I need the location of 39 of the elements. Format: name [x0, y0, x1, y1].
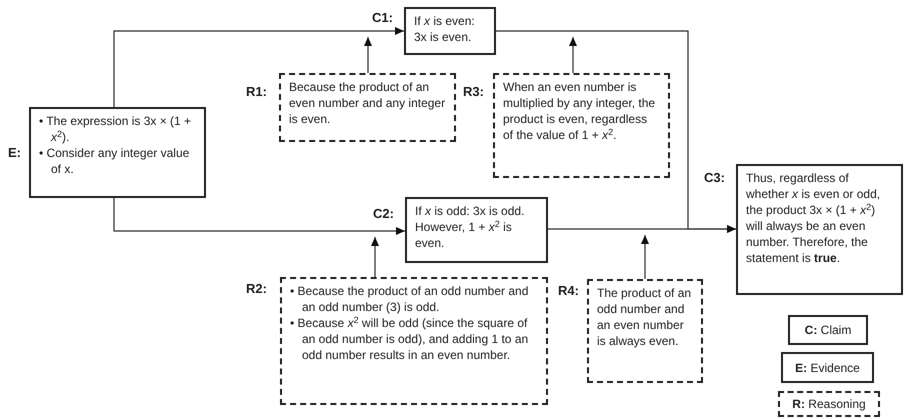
legend-text: C: Claim	[804, 322, 852, 338]
reasoning-box	[279, 73, 456, 142]
node-text: Because the product of an even number and any integer is even.	[289, 79, 446, 127]
reasoning-box	[280, 277, 548, 405]
statement-box	[404, 7, 496, 55]
node-text: The product of an odd number and an even number is always even.	[597, 285, 692, 349]
arrow	[641, 235, 649, 279]
arrow	[371, 237, 379, 277]
node-tag: C3:	[704, 168, 725, 188]
arrow	[113, 198, 405, 235]
bullet-text: • Because the product of an odd number and an odd number (3) is odd.	[290, 283, 530, 315]
arrow	[364, 37, 372, 73]
legend-text: R: Reasoning	[792, 396, 866, 412]
statement-box	[781, 352, 874, 383]
node-text: If x is odd: 3x is odd. However, 1 + x$^{2}$ is even.	[415, 203, 526, 251]
node-tag: R1:	[246, 82, 267, 102]
reasoning-box	[493, 73, 670, 178]
bullet-text: • Consider any integer value of x.	[39, 145, 190, 177]
reasoning-box	[587, 279, 703, 383]
statement-box	[736, 164, 903, 295]
node-text: Thus, regardless of whether x is even or odd, the product 3x × (1 + x$^{2}$) will always be an even number. Therefore, the statement is true.	[746, 170, 882, 266]
node-tag: R2:	[246, 279, 267, 298]
reasoning-box	[778, 391, 880, 417]
node-tag: R3:	[463, 82, 484, 102]
bullet-text: • The expression is 3x × (1 + x$^{2}$).	[39, 113, 192, 145]
statement-box	[29, 107, 206, 198]
arrow	[113, 27, 404, 107]
node-tag: C1:	[372, 8, 393, 28]
statement-box	[405, 197, 548, 263]
node-text: When an even number is multiplied by any integer, the product is even, regardless of the value of 1 + x$^{2}$.	[503, 79, 656, 143]
node-tag: C2:	[373, 204, 394, 224]
node-tag: R4:	[558, 281, 579, 300]
node-tag: E:	[8, 143, 21, 162]
node-text: If x is even: 3x is even.	[414, 13, 476, 45]
statement-box	[788, 315, 868, 345]
arrow	[548, 225, 736, 233]
bullet-text: • Because x$^{2}$ will be odd (since the square of an odd number is odd), and adding 1 to an odd number results in an even number.	[290, 315, 530, 363]
legend-text: E: Evidence	[795, 360, 860, 376]
arrow	[569, 37, 577, 73]
